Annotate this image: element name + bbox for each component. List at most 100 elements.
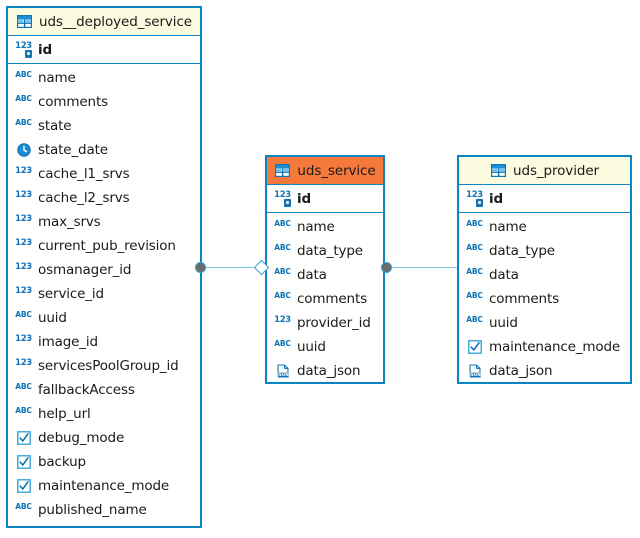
column-name-label: comments [38,94,108,110]
abc-text-icon: ABC [274,291,291,300]
column-row-uuid[interactable]: ABC uuid [8,306,200,330]
column-row-fallback-access[interactable]: ABC fallbackAccess [8,378,200,402]
number-icon: 123 [15,357,32,368]
column-name-label: comments [297,291,367,307]
number-icon: 123 [15,165,32,176]
column-row-current-pub-revision[interactable]: 123 current_pub_revision [8,234,200,258]
column-name-label: maintenance_mode [38,478,170,494]
column-name-label: osmanager_id [38,262,132,278]
column-name-label: servicesPoolGroup_id [38,358,179,374]
column-row-backup[interactable]: backup [8,450,200,474]
column-row-data[interactable]: ABC data [267,263,383,287]
abc-text-icon: ABC [15,94,32,103]
entity-header-uds-service[interactable]: uds_service [267,157,383,185]
column-row-id[interactable]: 123 id [459,185,630,213]
checkbox-boolean-icon [466,339,483,356]
column-row-comments[interactable]: ABC comments [459,287,630,311]
primary-key-number-icon: 123 [466,190,483,208]
column-row-comments[interactable]: ABC comments [267,287,383,311]
column-row-uuid[interactable]: ABC uuid [459,311,630,335]
column-name-label: data_type [489,243,555,259]
entity-table-uds-deployed-service[interactable]: uds__deployed_service 123 id ABC name AB… [6,6,202,528]
column-list-uds-service: 123 id ABC name ABC data_type ABC data A… [267,185,383,383]
column-row-id[interactable]: 123 id [8,36,200,64]
column-row-help-url[interactable]: ABC help_url [8,402,200,426]
column-row-data-type[interactable]: ABC data_type [267,239,383,263]
entity-table-uds-service[interactable]: uds_service 123 id ABC name ABC data_typ… [265,155,385,384]
column-row-data-json[interactable]: JSON data_json [267,359,383,383]
column-name-label: name [489,219,527,235]
table-grid-icon [274,162,291,179]
column-row-services-pool-group-id[interactable]: 123 servicesPoolGroup_id [8,354,200,378]
column-name-label: data [297,267,327,283]
column-row-cache-l2-srvs[interactable]: 123 cache_l2_srvs [8,186,200,210]
entity-table-uds-provider[interactable]: uds_provider 123 id ABC name ABC data_ty… [457,155,632,384]
column-name-label: data [489,267,519,283]
column-row-debug-mode[interactable]: debug_mode [8,426,200,450]
relationship-endpoint-dot-service[interactable] [381,262,392,273]
column-row-name[interactable]: ABC name [8,66,200,90]
column-row-data[interactable]: ABC data [459,263,630,287]
number-icon: 123 [15,333,32,344]
abc-text-icon: ABC [15,406,32,415]
column-row-name[interactable]: ABC name [267,215,383,239]
column-name-label: id [489,190,503,207]
column-name-label: cache_l1_srvs [38,166,130,182]
column-row-osmanager-id[interactable]: 123 osmanager_id [8,258,200,282]
column-name-label: fallbackAccess [38,382,135,398]
table-grid-icon [16,13,33,30]
column-name-label: name [297,219,335,235]
number-icon: 123 [15,237,32,248]
column-name-label: data_type [297,243,363,259]
abc-text-icon: ABC [274,267,291,276]
number-icon: 123 [15,285,32,296]
abc-text-icon: ABC [274,339,291,348]
abc-text-icon: ABC [15,70,32,79]
column-row-maintenance-mode[interactable]: maintenance_mode [8,474,200,498]
column-row-comments[interactable]: ABC comments [8,90,200,114]
column-row-state[interactable]: ABC state [8,114,200,138]
abc-text-icon: ABC [15,118,32,127]
column-row-data-json[interactable]: JSON data_json [459,359,630,383]
svg-text:JSON: JSON [276,372,289,377]
checkbox-boolean-icon [15,478,32,495]
column-name-label: service_id [38,286,104,302]
number-icon: 123 [274,314,291,325]
column-row-id[interactable]: 123 id [267,185,383,213]
svg-text:JSON: JSON [468,372,481,377]
column-row-provider-id[interactable]: 123 provider_id [267,311,383,335]
column-name-label: max_srvs [38,214,101,230]
column-row-image-id[interactable]: 123 image_id [8,330,200,354]
column-row-cache-l1-srvs[interactable]: 123 cache_l1_srvs [8,162,200,186]
column-row-maintenance-mode[interactable]: maintenance_mode [459,335,630,359]
json-document-icon: JSON [274,363,291,380]
column-name-label: uuid [489,315,518,331]
abc-text-icon: ABC [274,219,291,228]
column-name-label: id [38,41,52,58]
column-row-data-type[interactable]: ABC data_type [459,239,630,263]
column-list-uds-deployed-service: 123 id ABC name ABC comments ABC state [8,36,200,522]
entity-header-uds-deployed-service[interactable]: uds__deployed_service [8,8,200,36]
primary-key-number-icon: 123 [274,190,291,208]
entity-header-uds-provider[interactable]: uds_provider [459,157,630,185]
checkbox-boolean-icon [15,454,32,471]
column-row-published-name[interactable]: ABC published_name [8,498,200,522]
column-row-state-date[interactable]: state_date [8,138,200,162]
column-row-service-id[interactable]: 123 service_id [8,282,200,306]
abc-text-icon: ABC [15,502,32,511]
column-name-label: maintenance_mode [489,339,621,355]
abc-text-icon: ABC [466,219,483,228]
column-row-name[interactable]: ABC name [459,215,630,239]
column-name-label: data_json [489,363,553,379]
abc-text-icon: ABC [466,291,483,300]
abc-text-icon: ABC [466,267,483,276]
column-name-label: name [38,70,76,86]
column-name-label: provider_id [297,315,371,331]
column-name-label: image_id [38,334,98,350]
column-row-uuid[interactable]: ABC uuid [267,335,383,359]
checkbox-boolean-icon [15,430,32,447]
abc-text-icon: ABC [274,243,291,252]
column-row-max-srvs[interactable]: 123 max_srvs [8,210,200,234]
relationship-endpoint-dot-deployed-service[interactable] [195,262,206,273]
